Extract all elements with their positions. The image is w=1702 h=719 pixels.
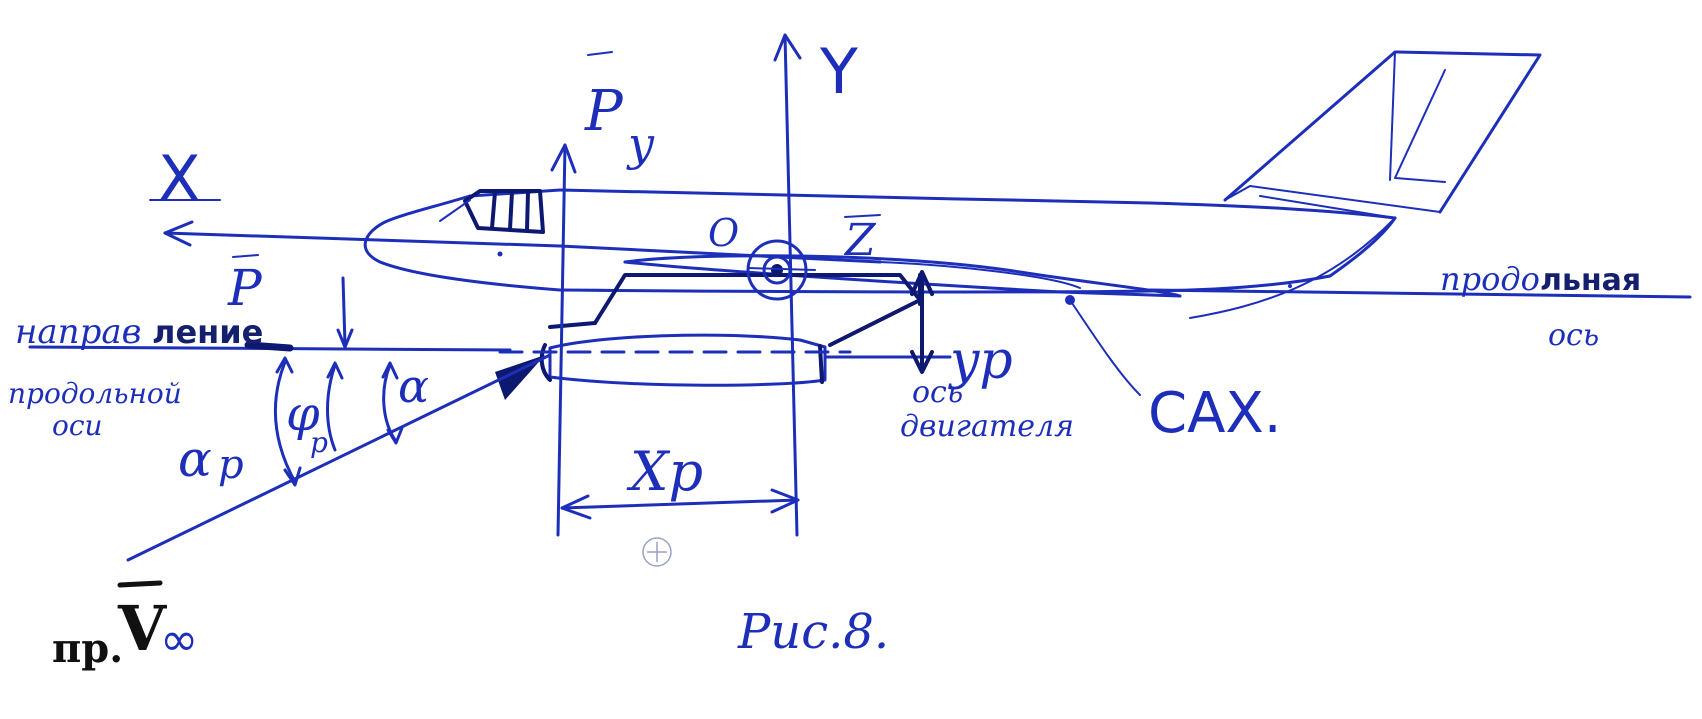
label-angle-phi-p-sub: p <box>310 426 328 459</box>
label-vector-py-sub: y <box>626 117 655 171</box>
figure-caption: Рис.8. <box>737 604 889 660</box>
circle-plus-mark-icon <box>642 537 672 567</box>
label-axis-x: X <box>158 142 200 215</box>
label-freestream-inf: ∞ <box>160 612 198 666</box>
axis-x <box>149 199 882 264</box>
label-freestream-v: V <box>117 592 167 665</box>
angle-phi-p-arc <box>326 276 354 452</box>
label-freestream-prefix: пр. <box>52 625 123 672</box>
label-long-axis-line1-b: льная <box>1540 263 1641 298</box>
label-direction-line1-b: ление <box>152 313 263 351</box>
axis-y <box>773 33 802 537</box>
engine-thrust-marker <box>244 341 294 352</box>
label-direction-line3: оси <box>52 409 103 442</box>
aircraft-fuselage <box>363 188 1397 319</box>
label-direction-line2: продольной <box>8 377 182 410</box>
freestream-direction-line <box>126 353 552 562</box>
mac-leader <box>1065 295 1141 396</box>
aircraft-wing <box>623 254 1182 298</box>
label-long-axis-line1-a: продо <box>1440 260 1540 298</box>
longitudinal-axis-line <box>1148 288 1692 299</box>
aircraft-vertical-tail <box>1223 50 1542 219</box>
label-xp: Xp <box>626 440 703 503</box>
label-yp: yp <box>948 331 1013 391</box>
angle-alpha-arc <box>381 361 404 445</box>
angle-alpha-p-arc <box>273 356 302 487</box>
dimension-yp <box>910 270 934 374</box>
label-vector-p: P <box>227 259 263 317</box>
axis-py <box>550 51 613 537</box>
label-angle-alpha-p: α <box>178 430 212 488</box>
label-engine-axis-line1: ось <box>912 375 963 410</box>
label-axis-z: Z <box>843 215 877 266</box>
freestream-v-bar <box>117 580 163 588</box>
z-axis-overbar <box>844 214 881 218</box>
label-origin: O <box>708 211 739 255</box>
vector-p-bar <box>232 254 259 258</box>
engine-nacelle <box>495 273 922 400</box>
label-axis-y: Y <box>819 35 858 108</box>
label-mac: САХ. <box>1148 381 1282 446</box>
label-direction-line1-a: направ <box>15 312 141 352</box>
label-long-axis-line2: ось <box>1548 318 1599 353</box>
label-angle-alpha-p-sub: p <box>218 442 244 488</box>
label-vector-py: P <box>584 79 624 144</box>
label-angle-phi-p: φ <box>286 386 320 442</box>
dimension-xp <box>560 488 800 520</box>
label-engine-axis-line2: двигателя <box>900 409 1074 444</box>
label-angle-alpha: α <box>398 359 429 413</box>
